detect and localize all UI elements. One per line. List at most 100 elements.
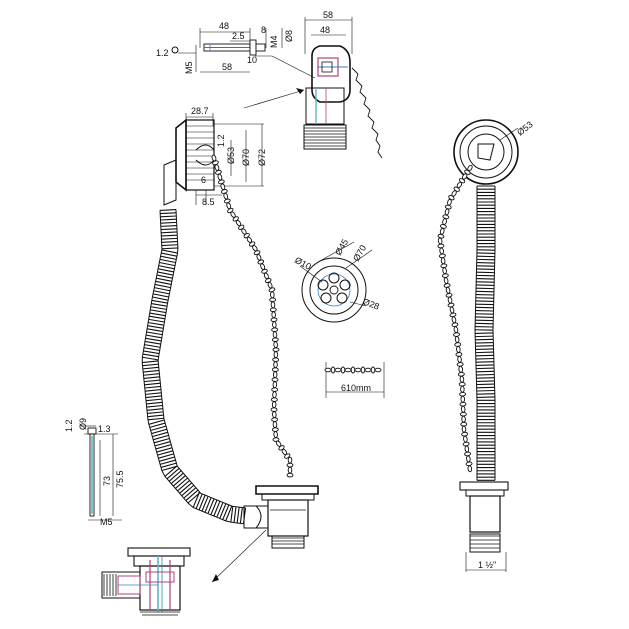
hose-rib bbox=[147, 417, 164, 421]
dim-m4: M4 bbox=[269, 35, 279, 48]
chain-link bbox=[454, 342, 462, 347]
hose-rib bbox=[475, 332, 494, 334]
side-dim-1-2: 1.2 bbox=[216, 134, 226, 147]
chain-link bbox=[457, 355, 462, 363]
flexible-hose bbox=[141, 209, 247, 525]
chain-link bbox=[449, 306, 455, 314]
chain-link bbox=[440, 263, 448, 269]
chain-link bbox=[350, 366, 356, 374]
chain-link bbox=[467, 465, 473, 473]
hose-rib bbox=[160, 215, 177, 218]
chain-link bbox=[284, 453, 291, 459]
hose-rib bbox=[476, 370, 495, 373]
chain-link bbox=[437, 237, 443, 245]
chain-link bbox=[456, 346, 461, 353]
hose-rib bbox=[475, 335, 494, 338]
chain-link bbox=[370, 366, 376, 374]
chain-link bbox=[447, 296, 453, 304]
chain-link bbox=[459, 375, 465, 383]
bolt-dim-1-3: 1.3 bbox=[98, 424, 111, 434]
dim-48: 48 bbox=[219, 21, 229, 31]
chain-link bbox=[287, 466, 293, 474]
chain-link bbox=[460, 385, 465, 393]
chain-link bbox=[440, 257, 446, 265]
chain-link bbox=[273, 351, 279, 359]
hose-rib bbox=[152, 431, 168, 438]
hose-rib bbox=[156, 274, 173, 279]
hose-rib bbox=[146, 328, 163, 333]
overflow-screw-detail: 48 2.5 8 M4 Ø8 1.2 M5 58 10 bbox=[156, 21, 316, 79]
hose-rib bbox=[164, 465, 178, 477]
chain-link bbox=[444, 208, 450, 216]
hose-rib bbox=[149, 315, 166, 320]
chain-link bbox=[466, 455, 471, 463]
dim-m5: M5 bbox=[184, 61, 194, 74]
chain-link bbox=[443, 277, 449, 284]
chain-link bbox=[272, 347, 280, 352]
chain-link bbox=[217, 173, 223, 181]
hose-rib bbox=[145, 392, 162, 395]
side-dim-28-7: 28.7 bbox=[191, 106, 209, 116]
chain-link bbox=[439, 227, 445, 235]
hose-rib bbox=[142, 353, 159, 358]
chain-link bbox=[447, 198, 452, 206]
hose-rib bbox=[151, 428, 168, 435]
waste-section-view bbox=[101, 547, 191, 616]
hose-rib bbox=[154, 441, 171, 447]
dim-58: 58 bbox=[222, 62, 232, 72]
hose-rib bbox=[177, 479, 190, 492]
hose-rib bbox=[476, 380, 495, 382]
dim-1-2: 1.2 bbox=[156, 48, 169, 58]
hose-rib bbox=[185, 489, 199, 501]
chain-link bbox=[364, 367, 372, 373]
hose-rib bbox=[161, 241, 178, 243]
hose-rib bbox=[475, 351, 494, 354]
overflow-bolt-detail: 1.2 Ø9 1.3 73 75.5 M5 bbox=[64, 418, 125, 527]
hose-rib bbox=[207, 498, 215, 514]
chain-link bbox=[271, 327, 279, 332]
chain-link bbox=[439, 247, 444, 255]
bolt-dim-73: 73 bbox=[102, 476, 112, 486]
hose-rib bbox=[225, 505, 233, 522]
chain-link bbox=[454, 336, 460, 343]
chain-link bbox=[270, 301, 276, 309]
hose-rib bbox=[146, 331, 163, 336]
hose-rib bbox=[216, 502, 224, 518]
chain-link bbox=[460, 421, 468, 427]
hose-rib bbox=[144, 385, 161, 389]
hose-rib bbox=[158, 453, 174, 459]
assembly-side-view: Ø53 1 ½" bbox=[453, 119, 535, 572]
hose-rib bbox=[145, 395, 162, 399]
hose-rib bbox=[157, 271, 174, 276]
chain-length-detail: 610mm bbox=[324, 362, 385, 398]
hose-rib bbox=[144, 340, 161, 345]
hose-rib bbox=[475, 361, 494, 363]
hose-rib bbox=[213, 501, 221, 517]
hose-rib bbox=[475, 364, 495, 366]
hose-rib bbox=[161, 231, 178, 234]
hose-rib bbox=[147, 414, 164, 418]
hose-rib bbox=[157, 268, 174, 273]
hose-rib bbox=[143, 376, 160, 379]
dim-8-small: 8 bbox=[261, 25, 266, 35]
bolt-dim-75-5: 75.5 bbox=[115, 470, 125, 488]
hose-rib bbox=[475, 341, 494, 344]
chain-link bbox=[462, 441, 470, 447]
bolt-dim-1-2: 1.2 bbox=[64, 419, 74, 432]
chain-link bbox=[271, 417, 279, 422]
chain-link bbox=[360, 366, 366, 374]
chain-link bbox=[442, 267, 447, 275]
hose-rib bbox=[181, 484, 195, 497]
chain-link bbox=[214, 164, 220, 171]
hose-rib bbox=[156, 447, 173, 453]
hose-rib bbox=[143, 350, 160, 355]
hose-rib bbox=[158, 265, 175, 270]
right-dim-thread: 1 ½" bbox=[478, 560, 496, 570]
chain-link bbox=[460, 405, 466, 413]
chain-link bbox=[437, 243, 445, 249]
hose-rib bbox=[475, 338, 494, 341]
hose-rib bbox=[148, 321, 165, 326]
chain-link bbox=[272, 321, 277, 329]
hose-rib bbox=[222, 504, 230, 520]
hose-rib bbox=[142, 360, 159, 364]
